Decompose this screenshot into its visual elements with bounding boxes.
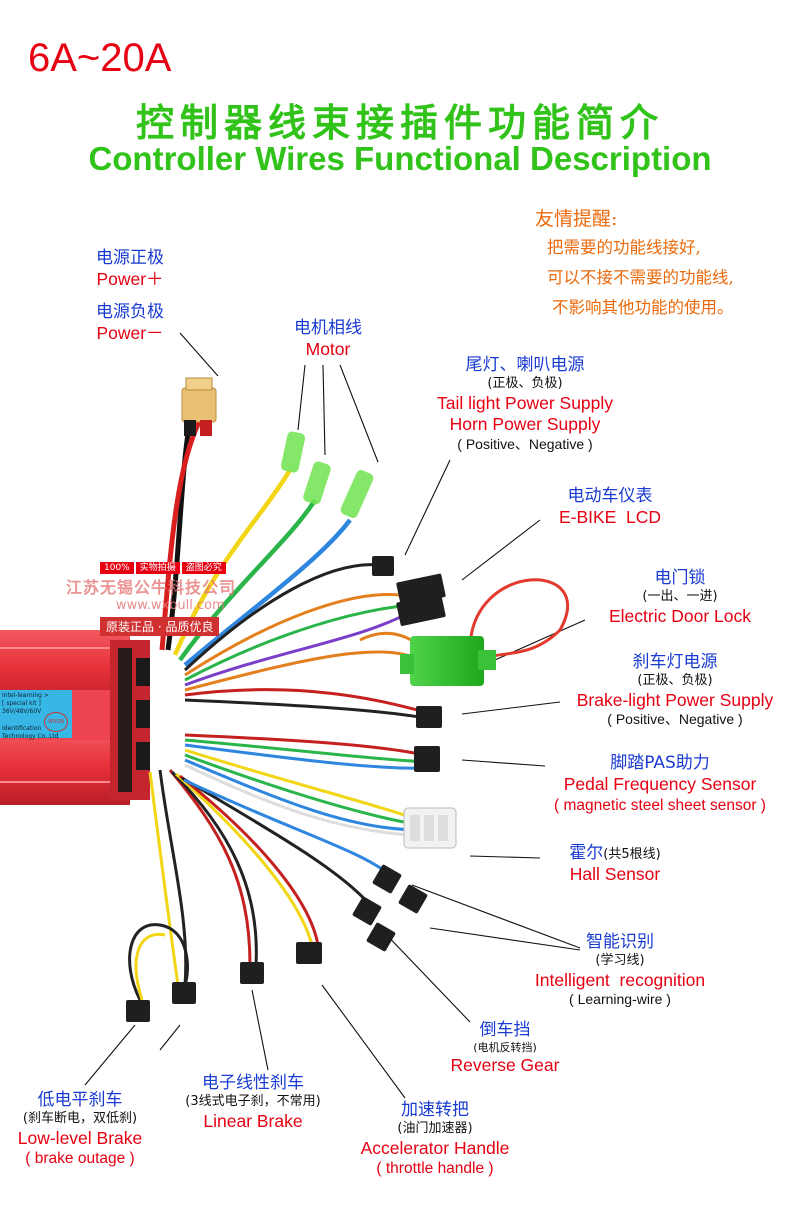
reverse-cn: 倒车挡: [479, 1020, 531, 1040]
label-tail-light: 尾灯、喇叭电源 (正极、负极) Tail light Power Supply …: [400, 355, 650, 454]
label-brake-light: 刹车灯电源 (正极、负极) Brake-light Power Supply (…: [555, 652, 795, 729]
label-learning: 智能识别 (学习线) Intelligent recognition ( Lea…: [510, 932, 730, 1009]
label-hall: 霍尔(共5根线) Hall Sensor: [530, 843, 700, 886]
tail-en-2: Horn Power Supply: [449, 414, 601, 435]
label-linear-brake: 电子线性刹车 (3线式电子刹，不常用) Linear Brake: [168, 1073, 338, 1132]
low-brake-en: Low-level Brake: [17, 1127, 143, 1148]
reverse-en: Reverse Gear: [450, 1055, 560, 1075]
tail-cn: 尾灯、喇叭电源: [465, 355, 585, 375]
throttle-note: ( throttle handle ): [376, 1160, 494, 1178]
lock-en: Electric Door Lock: [609, 605, 751, 626]
title-chinese: 控制器线束接插件功能简介: [135, 101, 664, 145]
throttle-cn: 加速转把: [401, 1100, 469, 1120]
tip-line-2: 可以不接不需要的功能线,: [547, 268, 734, 287]
tail-sub: (正极、负极): [487, 376, 563, 392]
lock-cn: 电门锁: [654, 568, 706, 588]
xt60-connector: [181, 377, 217, 436]
tip-line-3: 不影响其他功能的使用。: [552, 298, 734, 317]
low-brake-note: ( brake outage ): [25, 1150, 135, 1168]
linear-sub: (3线式电子刹，不常用): [185, 1094, 321, 1110]
low-brake-cn: 低电平刹车: [37, 1090, 123, 1110]
motor-cn: 电机相线: [294, 318, 362, 338]
brakelight-cn: 刹车灯电源: [632, 652, 718, 672]
controller-logo: WXGN: [44, 712, 68, 732]
learn-cn: 智能识别: [586, 932, 654, 952]
linear-cn: 电子线性刹车: [202, 1073, 304, 1093]
pas-note: ( magnetic steel sheet sensor ): [554, 797, 766, 815]
sticker-line-3: 36V/48V/60V: [2, 707, 42, 715]
power-pos-en: Power＋: [96, 269, 164, 290]
brakelight-sub: (正极、负极): [637, 673, 713, 689]
watermark-url: www.wxbull.com: [116, 598, 225, 613]
sticker-line-5: Technology Co.,Ltd: [2, 733, 59, 741]
label-reverse: 倒车挡 (电机反转挡) Reverse Gear: [430, 1020, 580, 1077]
sticker-line-1: Intel-learning >: [2, 692, 49, 699]
tail-note: ( Positive、Negative ): [457, 436, 593, 453]
motor-en: Motor: [305, 339, 351, 360]
label-door-lock: 电门锁 (一出、一进) Electric Door Lock: [585, 568, 775, 627]
title-english: Controller Wires Functional Description: [88, 140, 712, 177]
current-range: 6A~20A: [28, 36, 172, 80]
watermark-badges: 100%实物拍摄盗图必究: [100, 555, 226, 574]
label-throttle: 加速转把 (油门加速器) Accelerator Handle ( thrott…: [340, 1100, 530, 1179]
connectors: [126, 556, 446, 1022]
lcd-en: E-BIKE LCD: [558, 507, 662, 528]
label-pas: 脚踏PAS助力 Pedal Frequency Sensor ( magneti…: [525, 753, 795, 816]
sticker-line-2: [ special kit ]: [2, 699, 41, 707]
throttle-en: Accelerator Handle: [360, 1137, 510, 1158]
power-neg-cn: 电源负极: [96, 302, 164, 322]
power-pos-cn: 电源正极: [96, 248, 164, 268]
lock-sub: (一出、一进): [642, 589, 718, 605]
hall-cn: 霍尔: [569, 843, 604, 863]
brakelight-note: ( Positive、Negative ): [607, 711, 743, 728]
reverse-sub: (电机反转挡): [473, 1041, 537, 1055]
controller-box: [0, 630, 150, 805]
pas-en: Pedal Frequency Sensor: [563, 774, 757, 795]
tail-en-1: Tail light Power Supply: [436, 392, 614, 413]
label-power-negative: 电源负极 Power－: [70, 302, 190, 345]
label-ebike-lcd: 电动车仪表 E-BIKE LCD: [530, 486, 690, 529]
hall-en: Hall Sensor: [569, 864, 661, 885]
linear-en: Linear Brake: [203, 1110, 303, 1131]
tip-line-1: 把需要的功能线接好,: [547, 238, 701, 257]
controller-sticker: Intel-learning > [ special kit ] 36V/48V…: [2, 692, 70, 741]
learn-en: Intelligent recognition: [534, 969, 706, 990]
sticker-line-4: Identification: [2, 725, 42, 733]
lcd-cn: 电动车仪表: [567, 486, 653, 506]
power-neg-en: Power－: [96, 323, 164, 344]
learn-note: ( Learning-wire ): [569, 991, 671, 1008]
low-brake-sub: (刹车断电，双低刹): [22, 1111, 138, 1127]
pas-cn: 脚踏PAS助力: [610, 753, 710, 773]
tip-heading: 友情提醒:: [535, 208, 618, 230]
watermark-slogan: 原装正品 · 品质优良: [100, 617, 220, 636]
hall-sub: (共5根线): [603, 847, 661, 862]
badge-1: 100%: [100, 562, 134, 574]
label-low-brake: 低电平刹车 (刹车断电，双低刹) Low-level Brake ( brake…: [0, 1090, 160, 1169]
pointer-lines: [84, 332, 586, 1099]
label-motor: 电机相线 Motor: [268, 318, 388, 361]
badge-2: 实物拍摄: [135, 562, 180, 574]
throttle-sub: (油门加速器): [397, 1121, 473, 1137]
brakelight-en: Brake-light Power Supply: [576, 689, 774, 710]
watermark-company: 江苏无锡公牛科技公司: [66, 578, 237, 597]
label-power-positive: 电源正极 Power＋: [70, 248, 190, 291]
learn-sub: (学习线): [595, 953, 645, 969]
badge-3: 盗图必究: [181, 562, 226, 574]
